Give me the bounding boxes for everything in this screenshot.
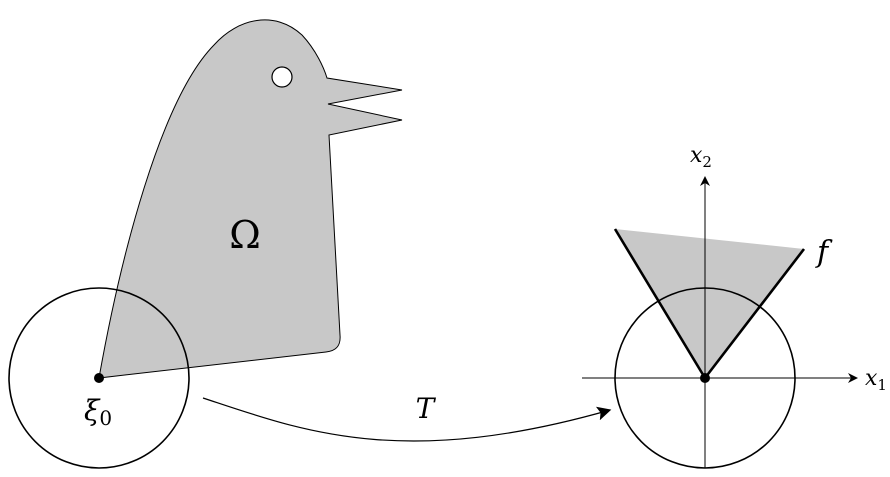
map-label-T: T bbox=[416, 392, 437, 425]
boundary-point-label-base: ξ bbox=[84, 394, 101, 427]
axis-label-x2-base: x bbox=[690, 143, 703, 168]
graph-f-right-branch bbox=[703, 248, 806, 379]
boundary-point-label-sub: 0 bbox=[99, 406, 112, 430]
axis-label-x2-sub: 2 bbox=[702, 153, 712, 171]
neighborhood-circle-left bbox=[8, 287, 190, 469]
axis-label-x1-base: x bbox=[865, 366, 878, 391]
boundary-point-xi0 bbox=[94, 373, 104, 383]
origin-point bbox=[700, 373, 710, 383]
axis-label-x1-sub: 1 bbox=[877, 376, 887, 394]
right-panel: f x2 x1 bbox=[582, 143, 887, 469]
map-arrow-T bbox=[202, 397, 612, 442]
boundary-point-label: ξ0 bbox=[84, 394, 112, 430]
domain-label-omega: Ω bbox=[229, 213, 261, 257]
map-arrow-group: T bbox=[202, 392, 612, 442]
graph-f-left-branch bbox=[613, 228, 707, 379]
eye-hole bbox=[271, 66, 293, 88]
function-label-f: f bbox=[815, 235, 833, 270]
domain-omega-region bbox=[98, 19, 403, 379]
left-panel: Ω ξ0 bbox=[8, 19, 403, 469]
axis-label-x1: x1 bbox=[865, 366, 887, 394]
cone-region bbox=[615, 229, 804, 378]
axis-label-x2: x2 bbox=[690, 143, 712, 171]
